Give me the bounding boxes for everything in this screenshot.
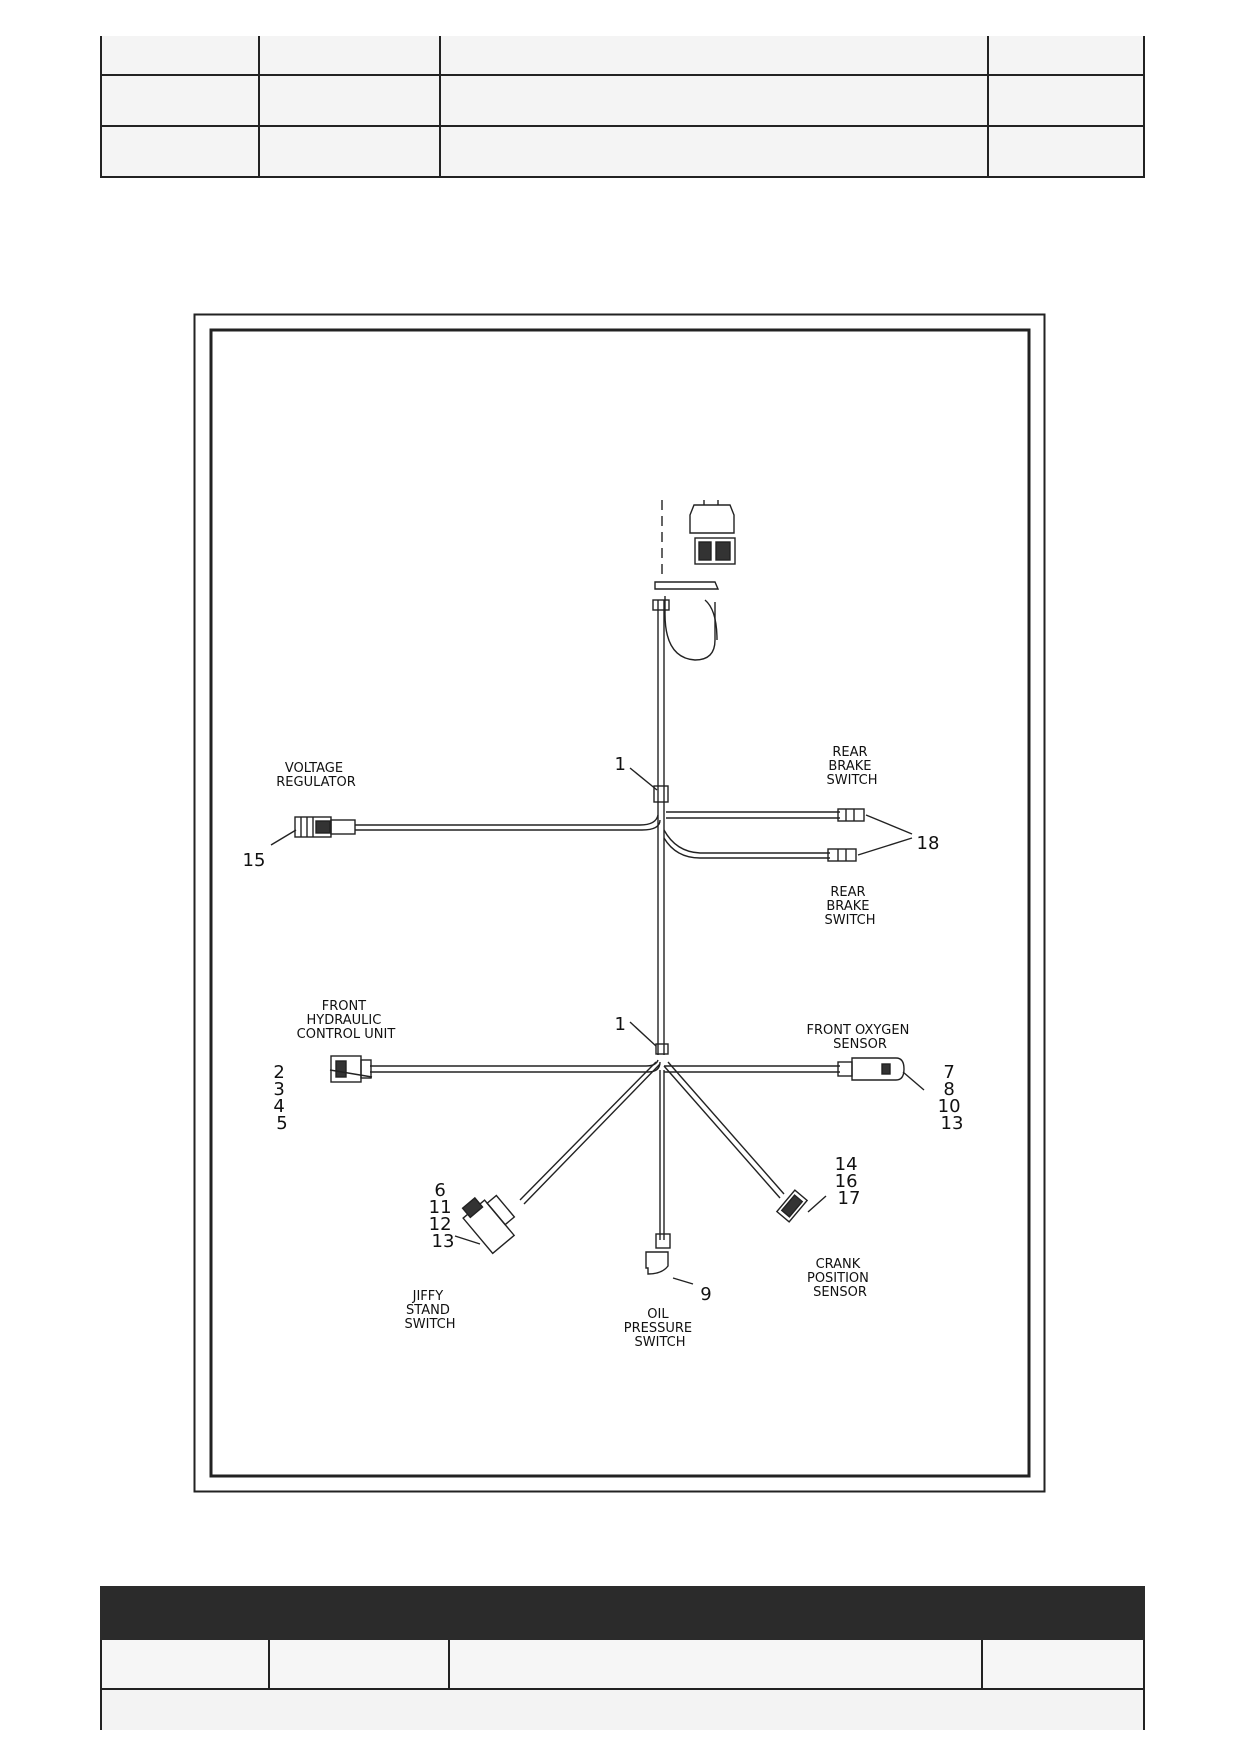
table-header-row: [100, 1586, 1145, 1640]
table-row: [100, 74, 1145, 127]
callout-clip-lower: 1: [615, 1014, 626, 1035]
crank-position-sensor-label: CRANK POSITION SENSOR: [807, 1257, 873, 1300]
table-row: [100, 125, 1145, 178]
table-cell: [987, 125, 1145, 178]
callout-leaders: [270, 767, 925, 1285]
table-cell: [448, 1638, 983, 1690]
callout-oil-pressure: 9: [700, 1284, 711, 1305]
main-trunk: [652, 599, 670, 1055]
table-header-cell: [981, 1586, 1145, 1640]
front-oxygen-sensor-label: FRONT OXYGEN SENSOR: [807, 1023, 914, 1052]
table-cell: [100, 36, 260, 76]
table-cell: [981, 1638, 1145, 1690]
voltage-regulator-label: VOLTAGE REGULATOR: [276, 761, 355, 790]
jiffy-stand-switch-label: JIFFY STAND SWITCH: [405, 1289, 456, 1332]
rear-brake-switch-branches: [663, 808, 865, 862]
table-cell: [439, 36, 989, 76]
table-header-cell: [448, 1586, 983, 1640]
table-cell: [987, 36, 1145, 76]
table-row: [100, 36, 1145, 76]
oil-pressure-switch-label: OIL PRESSURE SWITCH: [624, 1307, 697, 1350]
top-connector-assembly: [654, 500, 736, 661]
table-cell: [258, 36, 441, 76]
parts-table-bottom: [100, 1586, 1145, 1730]
table-cell: [100, 74, 260, 127]
table-cell: [100, 1638, 270, 1690]
rear-brake-switch-label-top: REAR BRAKE SWITCH: [827, 745, 878, 788]
figure-outer-frame: [193, 313, 1046, 1493]
table-footer-row: [100, 1688, 1145, 1730]
callout-front-hydraulic: 2 3 4 5: [273, 1062, 290, 1134]
parts-table-top: [100, 36, 1145, 178]
callout-clip-upper: 1: [615, 754, 626, 775]
rear-brake-switch-label-bottom: REAR BRAKE SWITCH: [825, 885, 876, 928]
oil-pressure-branch: [645, 1070, 671, 1275]
crank-position-branch: [663, 1061, 809, 1223]
table-header-cell: [100, 1586, 270, 1640]
wiring-harness-diagram: VOLTAGE REGULATOR REAR BRAKE SWITCH REAR…: [193, 313, 1046, 1493]
voltage-regulator-branch: [294, 814, 661, 838]
table-cell: [100, 125, 260, 178]
table-header-cell: [268, 1586, 450, 1640]
table-row: [100, 1638, 1145, 1690]
table-cell: [439, 125, 989, 178]
table-cell: [258, 125, 441, 178]
callout-front-oxygen: 7 8 10 13: [938, 1062, 967, 1134]
table-cell: [258, 74, 441, 127]
table-cell: [268, 1638, 450, 1690]
table-cell: [987, 74, 1145, 127]
table-cell: [100, 1688, 1145, 1730]
callout-rear-brake: 18: [917, 833, 940, 854]
callout-voltage-regulator: 15: [243, 850, 266, 871]
callout-crank-position: 14 16 17: [835, 1154, 864, 1209]
front-hydraulic-control-unit-label: FRONT HYDRAULIC CONTROL UNIT: [297, 999, 396, 1042]
front-oxygen-sensor-branch: [664, 1057, 905, 1081]
table-cell: [439, 74, 989, 127]
figure-inner-frame: [209, 328, 1031, 1478]
jiffy-stand-branch: [461, 1061, 661, 1255]
callout-jiffy-stand: 6 11 12 13: [429, 1180, 458, 1252]
